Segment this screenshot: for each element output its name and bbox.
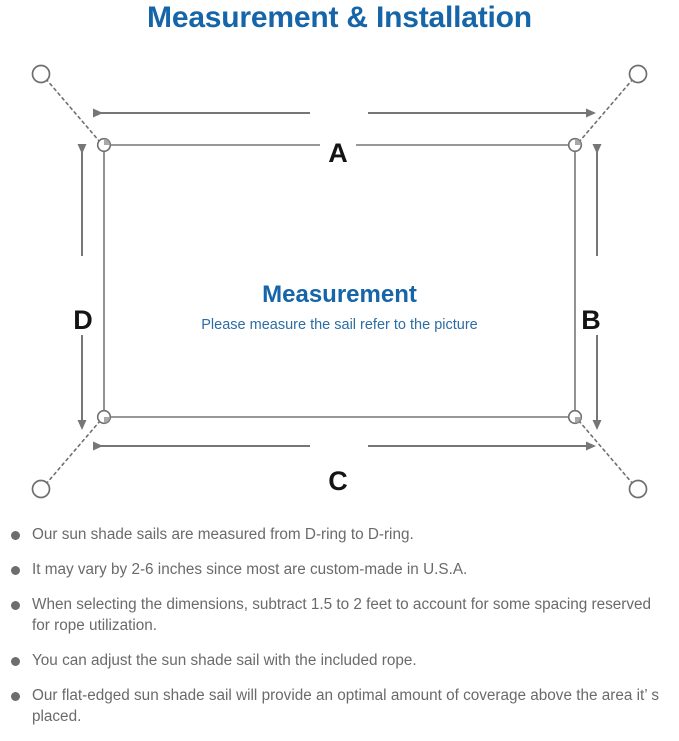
page-title: Measurement & Installation <box>147 1 532 34</box>
notes-list: Our sun shade sails are measured from D-… <box>0 524 679 741</box>
anchor-ring-bottom-left <box>31 479 51 499</box>
anchor-ring-top-left <box>31 64 51 84</box>
sail-d-ring-shading <box>104 138 582 424</box>
anchor-ring-top-right <box>628 64 648 84</box>
rope-lines <box>45 78 634 485</box>
note-text: It may vary by 2-6 inches since most are… <box>32 561 468 578</box>
bullet-icon <box>11 657 20 666</box>
list-item: When selecting the dimensions, subtract … <box>0 594 679 636</box>
rope-top-left <box>45 78 101 143</box>
note-text: Our sun shade sails are measured from D-… <box>32 526 414 543</box>
bullet-icon <box>11 601 20 610</box>
anchor-ring-bottom-right <box>628 479 648 499</box>
d-ring-shade-bottom-left <box>104 417 111 424</box>
list-item: It may vary by 2-6 inches since most are… <box>0 559 679 580</box>
sail-body <box>103 144 576 418</box>
rope-bottom-right <box>578 420 634 485</box>
list-item: Our sun shade sails are measured from D-… <box>0 524 679 545</box>
rope-top-right <box>578 78 634 143</box>
list-item: Our flat-edged sun shade sail will provi… <box>0 685 679 727</box>
bullet-icon <box>11 531 20 540</box>
list-item: You can adjust the sun shade sail with t… <box>0 650 679 671</box>
d-ring-shade-bottom-right <box>575 417 582 424</box>
anchor-rings <box>31 64 648 499</box>
sun-shade-sail-measurement-diagram: A B C D Measurement Please measure the s… <box>0 40 679 510</box>
bullet-icon <box>11 566 20 575</box>
rope-bottom-left <box>45 420 101 485</box>
d-ring-shade-top-right <box>575 138 582 145</box>
note-text: Our flat-edged sun shade sail will provi… <box>32 687 659 725</box>
d-ring-shade-top-left <box>104 138 111 145</box>
note-text: You can adjust the sun shade sail with t… <box>32 652 417 669</box>
bullet-icon <box>11 692 20 701</box>
diagram-svg <box>31 64 648 499</box>
note-text: When selecting the dimensions, subtract … <box>32 596 652 634</box>
